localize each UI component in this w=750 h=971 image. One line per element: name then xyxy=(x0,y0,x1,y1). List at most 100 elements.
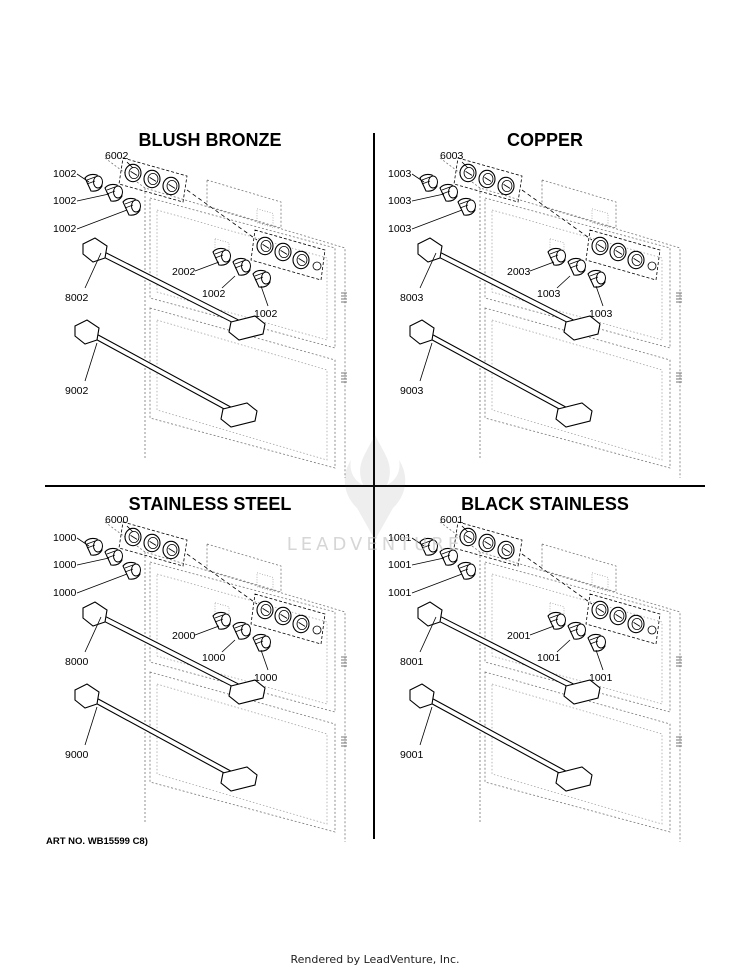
callout-handle-lower: 9000 xyxy=(65,749,89,761)
leader-line xyxy=(126,161,134,169)
leader-line xyxy=(76,173,90,183)
control-knob-icon xyxy=(478,533,496,553)
callout-knob-lower-main: 2002 xyxy=(172,266,196,278)
indicator-icon xyxy=(312,625,322,635)
knob-set-connector xyxy=(521,553,593,605)
callout-handle-upper: 8003 xyxy=(400,292,424,304)
lower-door-handle xyxy=(409,683,593,792)
control-knob-icon xyxy=(256,236,274,256)
leader-line xyxy=(126,525,134,533)
callout-knob-b: 1002 xyxy=(53,195,77,207)
leader-line xyxy=(419,252,437,289)
callout-knob-lower-a: 1000 xyxy=(202,652,226,664)
panel-title: COPPER xyxy=(506,130,584,150)
knob-set-connector xyxy=(186,553,258,605)
callout-knob-c: 1002 xyxy=(53,223,77,235)
control-knob-icon xyxy=(591,236,609,256)
loose-knob-icon xyxy=(84,537,103,556)
callout-handle-upper: 8001 xyxy=(400,656,424,668)
callout-knob-b: 1001 xyxy=(388,559,412,571)
leader-line xyxy=(529,261,555,272)
loose-knob-icon xyxy=(122,561,141,580)
callout-knob-lower-a: 1003 xyxy=(537,288,561,300)
callout-knob-lower-main: 2000 xyxy=(172,630,196,642)
callout-knob-lower-b: 1002 xyxy=(254,308,278,320)
callout-knob-lower-a: 1001 xyxy=(537,652,561,664)
callout-knob-lower-a: 1002 xyxy=(202,288,226,300)
leader-line xyxy=(84,706,98,746)
leader-line xyxy=(194,261,220,272)
indicator-icon xyxy=(647,261,657,271)
upper-door-handle xyxy=(82,601,266,705)
leader-line xyxy=(595,649,604,671)
leader-line xyxy=(529,625,555,636)
callout-knob-set: 6001 xyxy=(440,514,464,526)
loose-knob-icon xyxy=(232,257,251,276)
control-knob-icon xyxy=(497,540,515,560)
loose-knob-icon xyxy=(439,183,458,202)
loose-knob-icon xyxy=(232,621,251,640)
control-knob-icon xyxy=(292,614,310,634)
loose-knob-icon xyxy=(122,197,141,216)
knob-set-outline xyxy=(453,521,523,567)
leader-line xyxy=(194,625,220,636)
lower-door-handle xyxy=(74,319,258,428)
watermark-text: LEADVENTURE xyxy=(286,534,464,555)
leader-line xyxy=(461,161,469,169)
leader-line xyxy=(221,639,236,653)
leader-line xyxy=(411,573,463,594)
control-knob-icon xyxy=(292,250,310,270)
horizontal-divider xyxy=(45,485,705,487)
loose-knob-icon xyxy=(419,537,438,556)
upper-door-handle xyxy=(417,237,601,341)
oven-illustration xyxy=(409,157,682,478)
leader-line xyxy=(76,573,128,594)
callout-knob-c: 1003 xyxy=(388,223,412,235)
loose-knob-icon xyxy=(419,173,438,192)
knob-set-outline xyxy=(118,157,188,203)
leader-line xyxy=(260,285,269,307)
control-knob-icon xyxy=(627,614,645,634)
callout-knob-set: 6002 xyxy=(105,150,129,162)
control-knob-icon xyxy=(459,527,477,547)
control-knob-icon xyxy=(497,176,515,196)
leader-line xyxy=(411,209,463,230)
callout-knob-a: 1003 xyxy=(388,168,412,180)
leader-line xyxy=(411,557,445,566)
leader-line xyxy=(260,649,269,671)
callout-knob-a: 1002 xyxy=(53,168,77,180)
knob-set-outline-lower xyxy=(250,229,326,281)
footer-credit: Rendered by LeadVenture, Inc. xyxy=(290,953,460,966)
loose-knob-icon xyxy=(547,611,566,630)
loose-knob-icon xyxy=(252,269,271,288)
loose-knob-icon xyxy=(84,173,103,192)
loose-knob-icon xyxy=(212,247,231,266)
loose-knob-icon xyxy=(547,247,566,266)
callout-handle-upper: 8000 xyxy=(65,656,89,668)
oven-illustration xyxy=(409,521,682,842)
loose-knob-icon xyxy=(457,197,476,216)
callout-knob-b: 1003 xyxy=(388,195,412,207)
leader-line xyxy=(595,285,604,307)
panel-title: BLACK STAINLESS xyxy=(461,494,629,514)
control-knob-icon xyxy=(124,527,142,547)
loose-knob-icon xyxy=(439,547,458,566)
callout-knob-c: 1000 xyxy=(53,587,77,599)
callout-knob-a: 1000 xyxy=(53,532,77,544)
indicator-icon xyxy=(647,625,657,635)
upper-door-handle xyxy=(417,601,601,705)
leader-line xyxy=(221,275,236,289)
loose-knob-icon xyxy=(252,633,271,652)
control-knob-icon xyxy=(143,169,161,189)
callout-handle-upper: 8002 xyxy=(65,292,89,304)
lower-door-handle xyxy=(409,319,593,428)
leader-line xyxy=(419,616,437,653)
control-knob-icon xyxy=(591,600,609,620)
callout-handle-lower: 9002 xyxy=(65,385,89,397)
control-knob-icon xyxy=(609,242,627,262)
